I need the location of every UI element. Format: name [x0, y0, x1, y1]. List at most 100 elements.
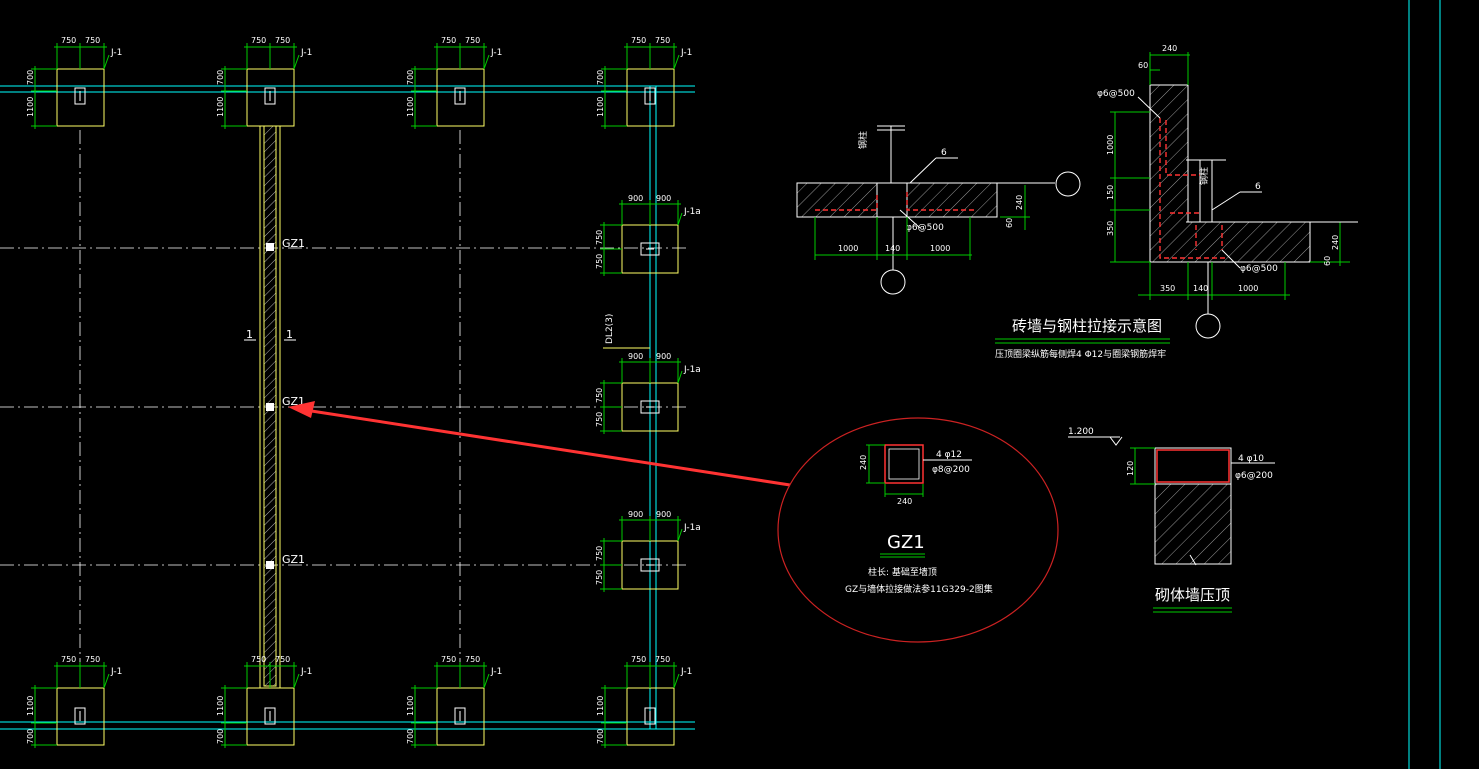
rebar-note: φ6@500	[1097, 89, 1135, 99]
svg-text:750: 750	[595, 388, 604, 403]
svg-text:750: 750	[465, 655, 480, 664]
svg-text:750: 750	[631, 36, 646, 45]
svg-text:900: 900	[656, 194, 671, 203]
svg-text:240: 240	[1331, 235, 1340, 250]
footing-j1[interactable]: 750 750 1100 700 J-1	[26, 655, 122, 748]
svg-text:700: 700	[406, 729, 415, 744]
svg-text:700: 700	[26, 70, 35, 85]
beam-tag-text: DL2(3)	[605, 314, 615, 344]
svg-text:60: 60	[1138, 61, 1148, 70]
svg-text:750: 750	[595, 254, 604, 269]
footing-j1[interactable]: 750 750 700 1100 J-1	[216, 36, 312, 129]
svg-text:J-1a: J-1a	[683, 207, 701, 217]
svg-text:750: 750	[595, 412, 604, 427]
svg-text:140: 140	[885, 244, 900, 253]
gz1-callout[interactable]: 240 240 4 φ12 φ8@200 GZ1 柱长: 基础至墙顶 GZ与墙体…	[777, 417, 1059, 643]
coping-title: 砌体墙压顶	[1155, 586, 1230, 604]
steel-tag: 钢柱	[1198, 167, 1210, 185]
svg-text:750: 750	[275, 655, 290, 664]
gz1-note: 柱长: 基础至墙顶	[868, 566, 937, 578]
svg-text:J-1: J-1	[490, 48, 502, 58]
svg-text:750: 750	[655, 655, 670, 664]
svg-text:240: 240	[1162, 44, 1177, 53]
svg-text:750: 750	[465, 36, 480, 45]
svg-text:J-1a: J-1a	[683, 523, 701, 533]
svg-text:1000: 1000	[1238, 284, 1258, 293]
svg-text:750: 750	[251, 655, 266, 664]
svg-text:900: 900	[656, 510, 671, 519]
detail-steel-column-left: 6 钢柱 φ6@500 1000 140 1000 240 60	[796, 125, 1081, 295]
svg-text:J-1a: J-1a	[683, 365, 701, 375]
svg-text:750: 750	[85, 655, 100, 664]
footing-j1[interactable]: 750 750 700 1100 J-1	[596, 36, 692, 129]
footing-j1a[interactable]: 900 900 750 750 J-1a	[595, 194, 701, 276]
svg-text:900: 900	[628, 352, 643, 361]
svg-text:1100: 1100	[596, 97, 605, 117]
brick-wall: GZ1 GZ1 GZ1 1 1	[244, 125, 305, 688]
svg-text:750: 750	[275, 36, 290, 45]
gz1-label: GZ1	[282, 553, 305, 566]
footing-j1[interactable]: 750 750 700 1100 J-1	[406, 36, 502, 129]
svg-text:700: 700	[406, 70, 415, 85]
svg-text:J-1: J-1	[300, 48, 312, 58]
svg-text:240: 240	[859, 455, 868, 470]
footing-j1a[interactable]: 900 900 750 750 J-1a	[595, 510, 701, 592]
footing-j1[interactable]: 750 750 1100 700 J-1	[216, 655, 312, 748]
svg-text:120: 120	[1126, 461, 1135, 476]
gz1-note: GZ与墙体拉接做法参11G329-2图集	[845, 583, 993, 595]
svg-text:700: 700	[26, 729, 35, 744]
svg-text:700: 700	[216, 729, 225, 744]
svg-text:750: 750	[595, 570, 604, 585]
footings-j1a: 900 900 750 750 J-1a 900 900 750 750 J-1…	[595, 194, 701, 592]
detail-coping: 1.200 120 4 φ10 φ6@200 砌体墙压顶	[1068, 427, 1275, 613]
svg-text:1100: 1100	[216, 696, 225, 716]
gz1-column-marker[interactable]	[266, 561, 274, 569]
rebar-main: 4 φ12	[936, 450, 962, 460]
svg-text:J-1: J-1	[680, 667, 692, 677]
footing-j1[interactable]: 750 750 700 1100 J-1	[26, 36, 122, 129]
svg-text:750: 750	[85, 36, 100, 45]
svg-text:900: 900	[656, 352, 671, 361]
callout-arrow	[288, 401, 791, 487]
rebar-main: 4 φ10	[1238, 454, 1264, 464]
detail-note: 压顶圈梁纵筋每侧焊4 Φ12与圈梁钢筋焊牢	[995, 348, 1166, 360]
section-mark: 1	[246, 328, 253, 341]
svg-text:140: 140	[1193, 284, 1208, 293]
svg-text:700: 700	[596, 70, 605, 85]
svg-text:750: 750	[251, 36, 266, 45]
svg-text:750: 750	[441, 36, 456, 45]
weld-size: 6	[1255, 182, 1261, 192]
svg-text:J-1: J-1	[300, 667, 312, 677]
footing-j1[interactable]: 750 750 1100 700 J-1	[406, 655, 502, 748]
svg-text:J-1: J-1	[680, 48, 692, 58]
svg-text:900: 900	[628, 510, 643, 519]
svg-text:700: 700	[216, 70, 225, 85]
beam-tag: DL2(3)	[603, 314, 650, 349]
svg-text:750: 750	[655, 36, 670, 45]
svg-text:350: 350	[1106, 221, 1115, 236]
svg-text:60: 60	[1005, 218, 1014, 228]
footing-j1a[interactable]: 900 900 750 750 J-1a	[595, 352, 701, 434]
svg-text:1100: 1100	[596, 696, 605, 716]
svg-text:60: 60	[1323, 256, 1332, 266]
rebar-stirrup: φ8@200	[932, 465, 970, 475]
svg-text:150: 150	[1106, 185, 1115, 200]
gz1-label: GZ1	[282, 237, 305, 250]
svg-text:700: 700	[596, 729, 605, 744]
svg-text:750: 750	[595, 546, 604, 561]
svg-text:J-1: J-1	[490, 667, 502, 677]
svg-text:1100: 1100	[26, 696, 35, 716]
svg-text:1000: 1000	[930, 244, 950, 253]
svg-text:J-1: J-1	[110, 48, 122, 58]
svg-text:350: 350	[1160, 284, 1175, 293]
svg-text:1100: 1100	[216, 97, 225, 117]
gz1-column-marker[interactable]	[266, 243, 274, 251]
gz1-column-marker[interactable]	[266, 403, 274, 411]
rebar-note: φ6@500	[1240, 264, 1278, 274]
axis-lines	[0, 130, 690, 680]
footing-j1[interactable]: 750 750 1100 700 J-1	[596, 655, 692, 748]
svg-text:1000: 1000	[1106, 135, 1115, 155]
coping-elevation: 1.200	[1068, 427, 1094, 437]
detail-title: 砖墙与钢柱拉接示意图	[1012, 317, 1162, 335]
